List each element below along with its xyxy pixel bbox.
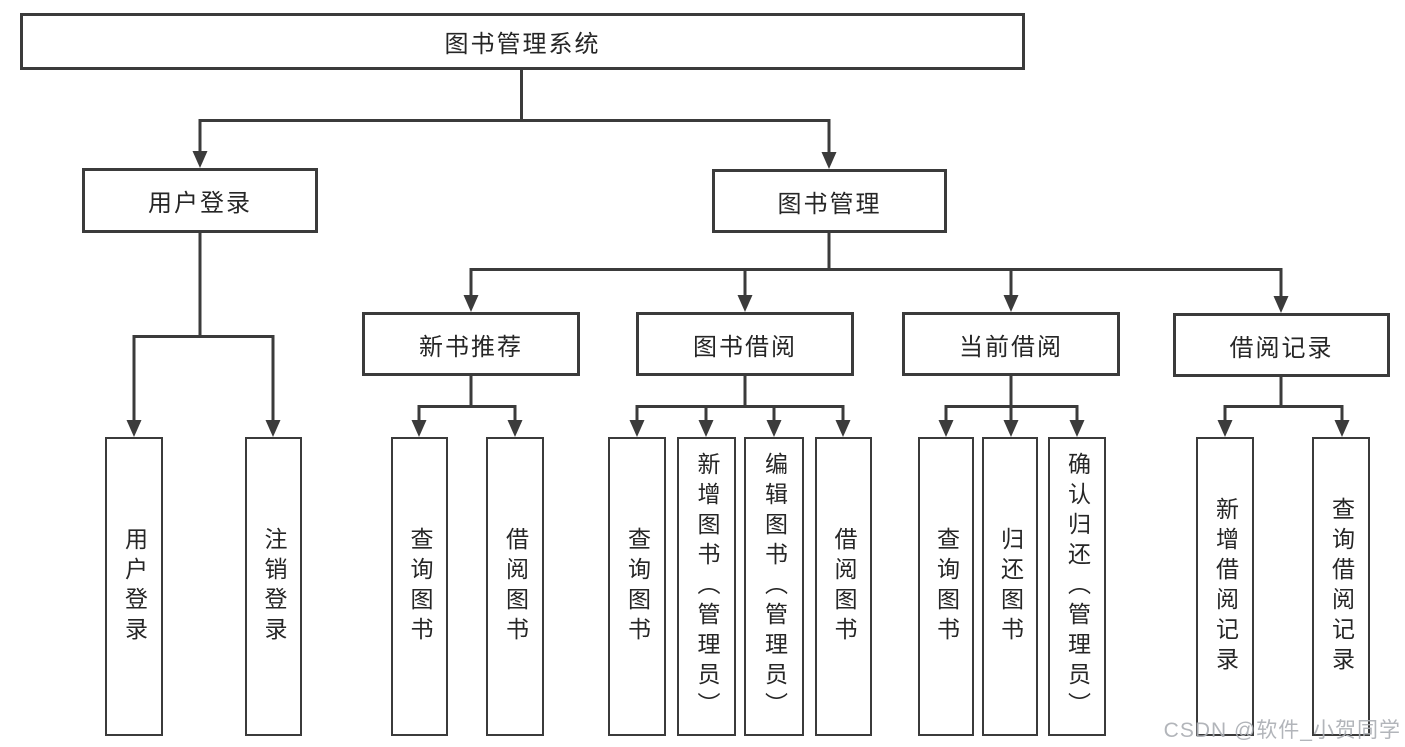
arrow-down-icon — [1273, 296, 1289, 313]
arrow-down-icon — [938, 420, 954, 437]
leaf-label: 用户登录 — [121, 526, 148, 647]
node-book-borrow: 图书借阅 — [636, 312, 854, 376]
arrow-down-icon — [1003, 295, 1019, 312]
leaf-label: 查询图书 — [407, 526, 433, 647]
node-borrow-records-label: 借阅记录 — [1229, 334, 1334, 362]
leaf-logout: 注销登录 — [245, 437, 302, 736]
leaf-return-books: 归还图书 — [982, 437, 1038, 736]
arrow-down-icon — [1003, 420, 1019, 437]
leaf-add-borrow-record: 新增借阅记录 — [1196, 437, 1254, 736]
arrow-down-icon — [629, 420, 645, 437]
arrow-down-icon — [835, 420, 851, 437]
arrow-down-icon — [821, 152, 837, 169]
leaf-label: 新增借阅记录 — [1212, 496, 1239, 677]
node-current-borrow: 当前借阅 — [902, 312, 1120, 376]
node-current-borrow-label: 当前借阅 — [959, 333, 1063, 361]
arrow-down-icon — [1069, 420, 1085, 437]
leaf-label: 借阅图书 — [502, 526, 529, 647]
leaf-label: 归还图书 — [997, 526, 1024, 647]
node-new-book-recommend: 新书推荐 — [362, 312, 580, 376]
leaf-label: 借阅图书 — [831, 526, 857, 647]
arrow-down-icon — [463, 295, 479, 312]
node-user-login-label: 用户登录 — [148, 190, 252, 217]
node-book-borrow-label: 图书借阅 — [693, 333, 797, 361]
node-book-management: 图书管理 — [712, 169, 947, 233]
node-root: 图书管理系统 — [20, 13, 1025, 70]
node-borrow-records: 借阅记录 — [1173, 313, 1390, 377]
leaf-label: 查询图书 — [624, 526, 651, 647]
leaf-label: 注销登录 — [261, 526, 287, 647]
leaf-query-borrow-record: 查询借阅记录 — [1312, 437, 1370, 736]
node-root-label: 图书管理系统 — [444, 31, 601, 58]
arrow-down-icon — [766, 420, 782, 437]
leaf-edit-books-admin: 编辑图书（管理员） — [744, 437, 804, 736]
leaf-borrow-books: 借阅图书 — [486, 437, 544, 736]
node-new-book-recommend-label: 新书推荐 — [419, 333, 523, 361]
leaf-label: 新增图书（管理员） — [694, 451, 720, 722]
arrow-down-icon — [1217, 420, 1233, 437]
arrow-down-icon — [1334, 420, 1350, 437]
leaf-label: 查询借阅记录 — [1328, 496, 1355, 677]
arrow-down-icon — [698, 420, 714, 437]
node-book-management-label: 图书管理 — [777, 190, 882, 218]
arrow-down-icon — [192, 151, 208, 168]
arrow-down-icon — [737, 295, 753, 312]
leaf-query-books: 查询图书 — [391, 437, 448, 736]
leaf-add-books-admin: 新增图书（管理员） — [677, 437, 736, 736]
node-user-login: 用户登录 — [82, 168, 318, 233]
arrow-down-icon — [126, 420, 142, 437]
leaf-confirm-return-admin: 确认归还（管理员） — [1048, 437, 1106, 736]
arrow-down-icon — [265, 420, 281, 437]
leaf-label: 编辑图书（管理员） — [761, 451, 788, 722]
leaf-user-login: 用户登录 — [105, 437, 163, 736]
arrow-down-icon — [507, 420, 523, 437]
leaf-label: 查询图书 — [933, 526, 960, 647]
leaf-label: 确认归还（管理员） — [1064, 451, 1091, 722]
leaf-query-books: 查询图书 — [918, 437, 974, 736]
csdn-watermark: CSDN @软件_小贺同学 — [1163, 719, 1401, 742]
leaf-borrow-books: 借阅图书 — [815, 437, 872, 736]
arrow-down-icon — [411, 420, 427, 437]
leaf-query-books: 查询图书 — [608, 437, 666, 736]
